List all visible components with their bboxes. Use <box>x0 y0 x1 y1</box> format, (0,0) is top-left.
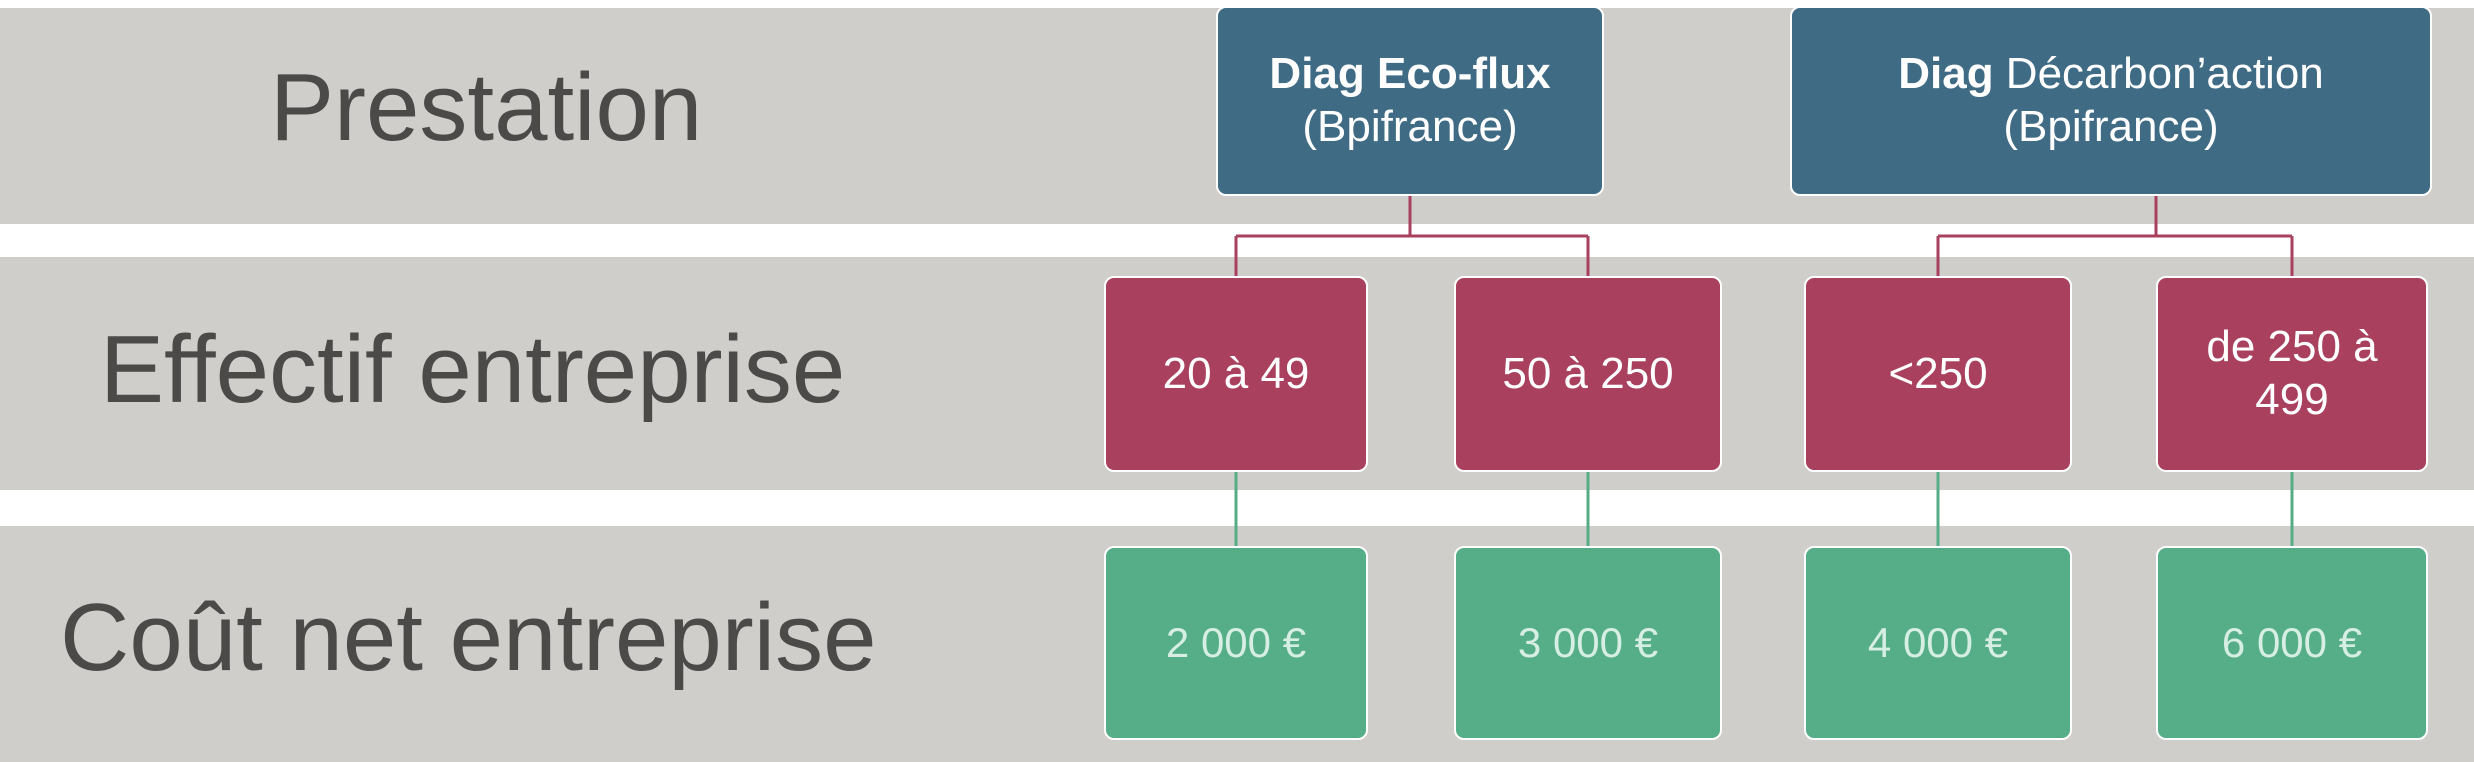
prestation-title: Diag <box>1898 49 1994 99</box>
cout-box-3: 4 000 € <box>1804 546 2072 740</box>
prestation-box-decarbon-action: Diag Décarbon’action (Bpifrance) <box>1790 6 2432 196</box>
cout-box-1: 2 000 € <box>1104 546 1368 740</box>
effectif-box-4: de 250 à 499 <box>2156 276 2428 472</box>
row-label-cout: Coût net entreprise <box>60 584 877 691</box>
cout-box-2: 3 000 € <box>1454 546 1722 740</box>
row-label-effectif: Effectif entreprise <box>100 316 846 423</box>
prestation-provider: (Bpifrance) <box>2003 102 2219 151</box>
row-label-prestation: Prestation <box>270 54 703 161</box>
effectif-box-3: <250 <box>1804 276 2072 472</box>
cout-box-4: 6 000 € <box>2156 546 2428 740</box>
prestation-provider: (Bpifrance) <box>1302 102 1518 151</box>
effectif-box-1: 20 à 49 <box>1104 276 1368 472</box>
prestation-title-rest: Décarbon’action <box>1993 49 2324 99</box>
prestation-box-eco-flux: Diag Eco-flux (Bpifrance) <box>1216 6 1604 196</box>
effectif-box-2: 50 à 250 <box>1454 276 1722 472</box>
prestation-title: Diag Eco-flux <box>1269 49 1551 99</box>
